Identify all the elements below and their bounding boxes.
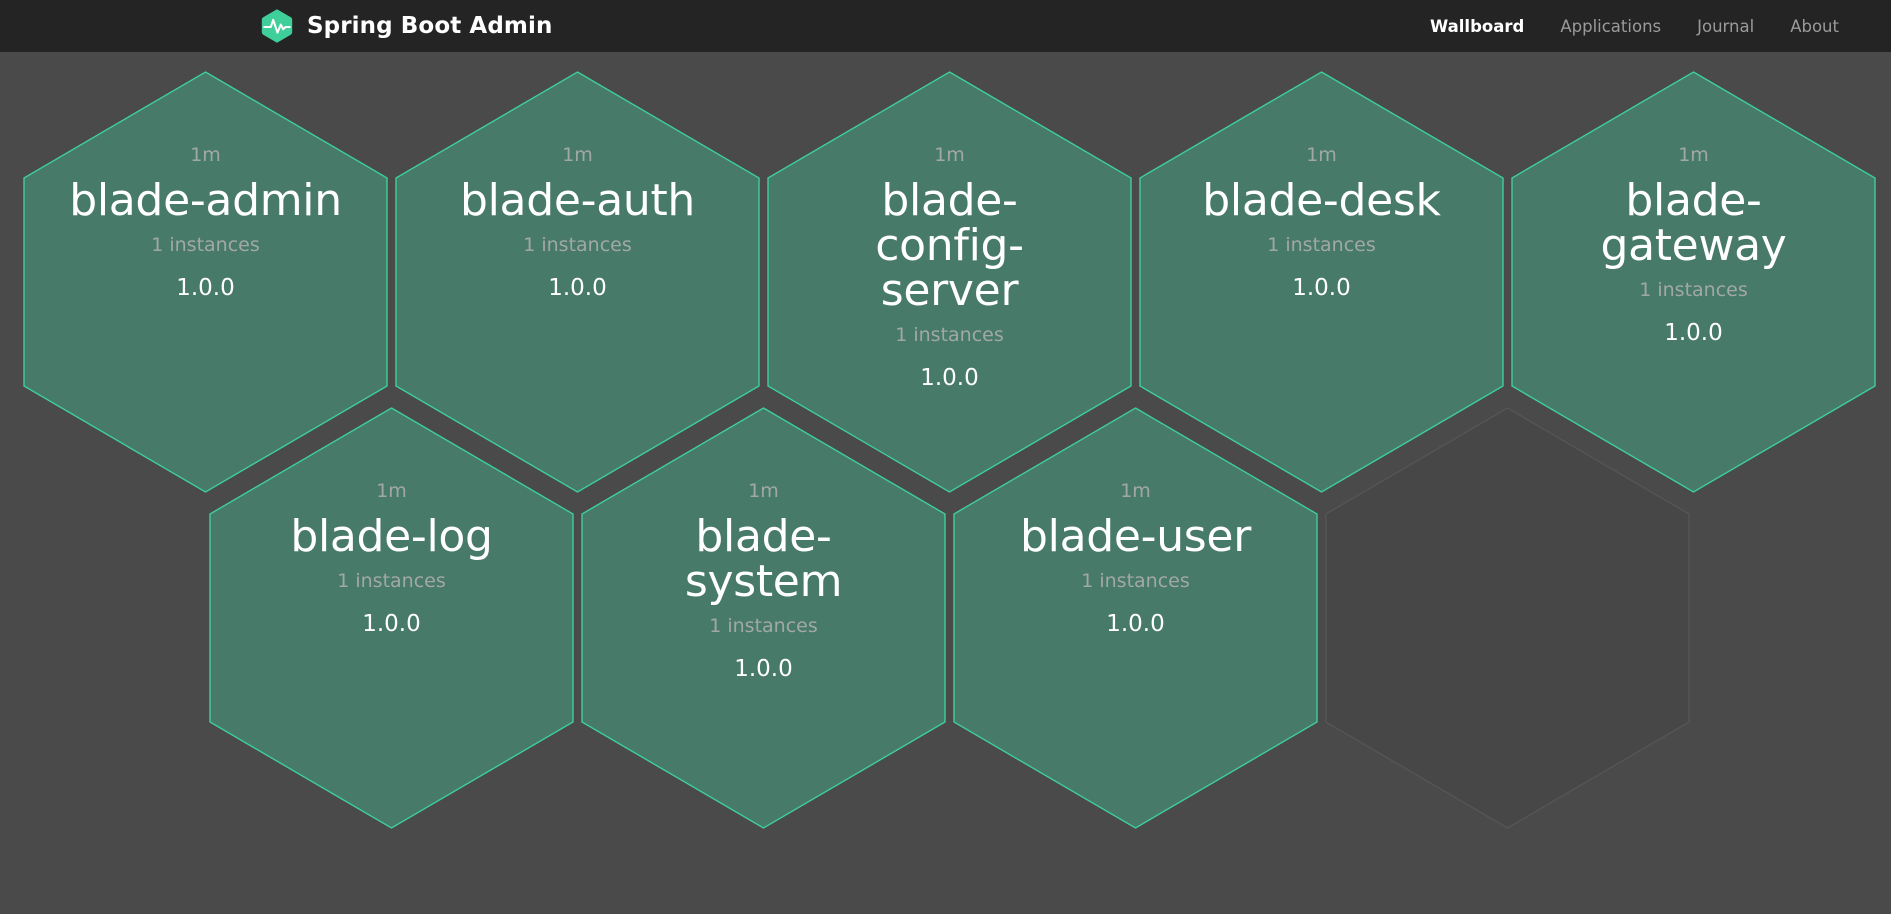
application-hexagon-body: 1m blade-user 1 instances 1.0.0 xyxy=(952,482,1319,754)
nav-link-journal[interactable]: Journal xyxy=(1697,16,1755,36)
nav-link-applications[interactable]: Applications xyxy=(1560,16,1662,36)
application-since: 1m xyxy=(748,480,779,502)
application-version: 1.0.0 xyxy=(362,610,421,637)
application-version: 1.0.0 xyxy=(734,655,793,682)
heartbeat-hexagon-icon xyxy=(258,7,296,45)
top-navbar: Spring Boot Admin Wallboard Applications… xyxy=(0,0,1891,52)
nav-link-wallboard[interactable]: Wallboard xyxy=(1430,16,1525,36)
application-since: 1m xyxy=(1678,144,1709,166)
application-instances: 1 instances xyxy=(1639,278,1748,301)
application-hexagon-body: 1m blade-desk 1 instances 1.0.0 xyxy=(1138,146,1505,418)
application-hexagon-body: 1m blade-log 1 instances 1.0.0 xyxy=(208,482,575,754)
application-hexagon[interactable]: 1m blade-user 1 instances 1.0.0 xyxy=(952,406,1319,830)
application-hexagon-body: 1m blade-auth 1 instances 1.0.0 xyxy=(394,146,761,418)
application-version: 1.0.0 xyxy=(1106,610,1165,637)
application-hexagon[interactable]: 1m blade-system 1 instances 1.0.0 xyxy=(580,406,947,830)
brand-link[interactable]: Spring Boot Admin xyxy=(258,7,552,45)
application-name: blade-gateway xyxy=(1600,175,1787,271)
application-instances: 1 instances xyxy=(709,614,818,637)
application-instances: 1 instances xyxy=(337,569,446,592)
application-since: 1m xyxy=(562,144,593,166)
empty-hexagon-placeholder xyxy=(1324,406,1691,830)
application-instances: 1 instances xyxy=(895,323,1004,346)
primary-navigation: Wallboard Applications Journal About xyxy=(1430,17,1839,36)
application-name: blade-desk xyxy=(1202,175,1441,226)
application-hexagon-body: 1m blade-admin 1 instances 1.0.0 xyxy=(22,146,389,418)
application-version: 1.0.0 xyxy=(1664,319,1723,346)
application-version: 1.0.0 xyxy=(1292,274,1351,301)
application-instances: 1 instances xyxy=(151,233,260,256)
application-hexagon[interactable]: 1m blade-admin 1 instances 1.0.0 xyxy=(22,70,389,494)
application-version: 1.0.0 xyxy=(548,274,607,301)
application-since: 1m xyxy=(1120,480,1151,502)
application-name: blade-admin xyxy=(69,175,342,226)
application-name: blade-config-server xyxy=(875,175,1024,316)
application-hexagon-body: 1m blade-gateway 1 instances 1.0.0 xyxy=(1510,146,1877,418)
application-since: 1m xyxy=(190,144,221,166)
application-since: 1m xyxy=(376,480,407,502)
application-since: 1m xyxy=(934,144,965,166)
application-hexagon-body: 1m blade-system 1 instances 1.0.0 xyxy=(580,482,947,754)
nav-link-about[interactable]: About xyxy=(1790,16,1839,36)
application-instances: 1 instances xyxy=(1267,233,1376,256)
application-hexagon[interactable]: 1m blade-desk 1 instances 1.0.0 xyxy=(1138,70,1505,494)
application-hexagon[interactable]: 1m blade-auth 1 instances 1.0.0 xyxy=(394,70,761,494)
application-since: 1m xyxy=(1306,144,1337,166)
brand-title: Spring Boot Admin xyxy=(307,13,553,39)
application-name: blade-auth xyxy=(460,175,695,226)
application-name: blade-log xyxy=(290,511,493,562)
application-version: 1.0.0 xyxy=(176,274,235,301)
application-name: blade-user xyxy=(1020,511,1251,562)
application-name: blade-system xyxy=(684,511,843,607)
application-instances: 1 instances xyxy=(523,233,632,256)
wallboard-grid: 1m blade-admin 1 instances 1.0.0 1m blade-aut… xyxy=(0,52,1891,914)
application-hexagon[interactable]: 1m blade-log 1 instances 1.0.0 xyxy=(208,406,575,830)
application-hexagon-body: 1m blade-config-server 1 instances 1.0.0 xyxy=(766,146,1133,418)
application-hexagon[interactable]: 1m blade-gateway 1 instances 1.0.0 xyxy=(1510,70,1877,494)
application-instances: 1 instances xyxy=(1081,569,1190,592)
application-hexagon[interactable]: 1m blade-config-server 1 instances 1.0.0 xyxy=(766,70,1133,494)
application-version: 1.0.0 xyxy=(920,364,979,391)
